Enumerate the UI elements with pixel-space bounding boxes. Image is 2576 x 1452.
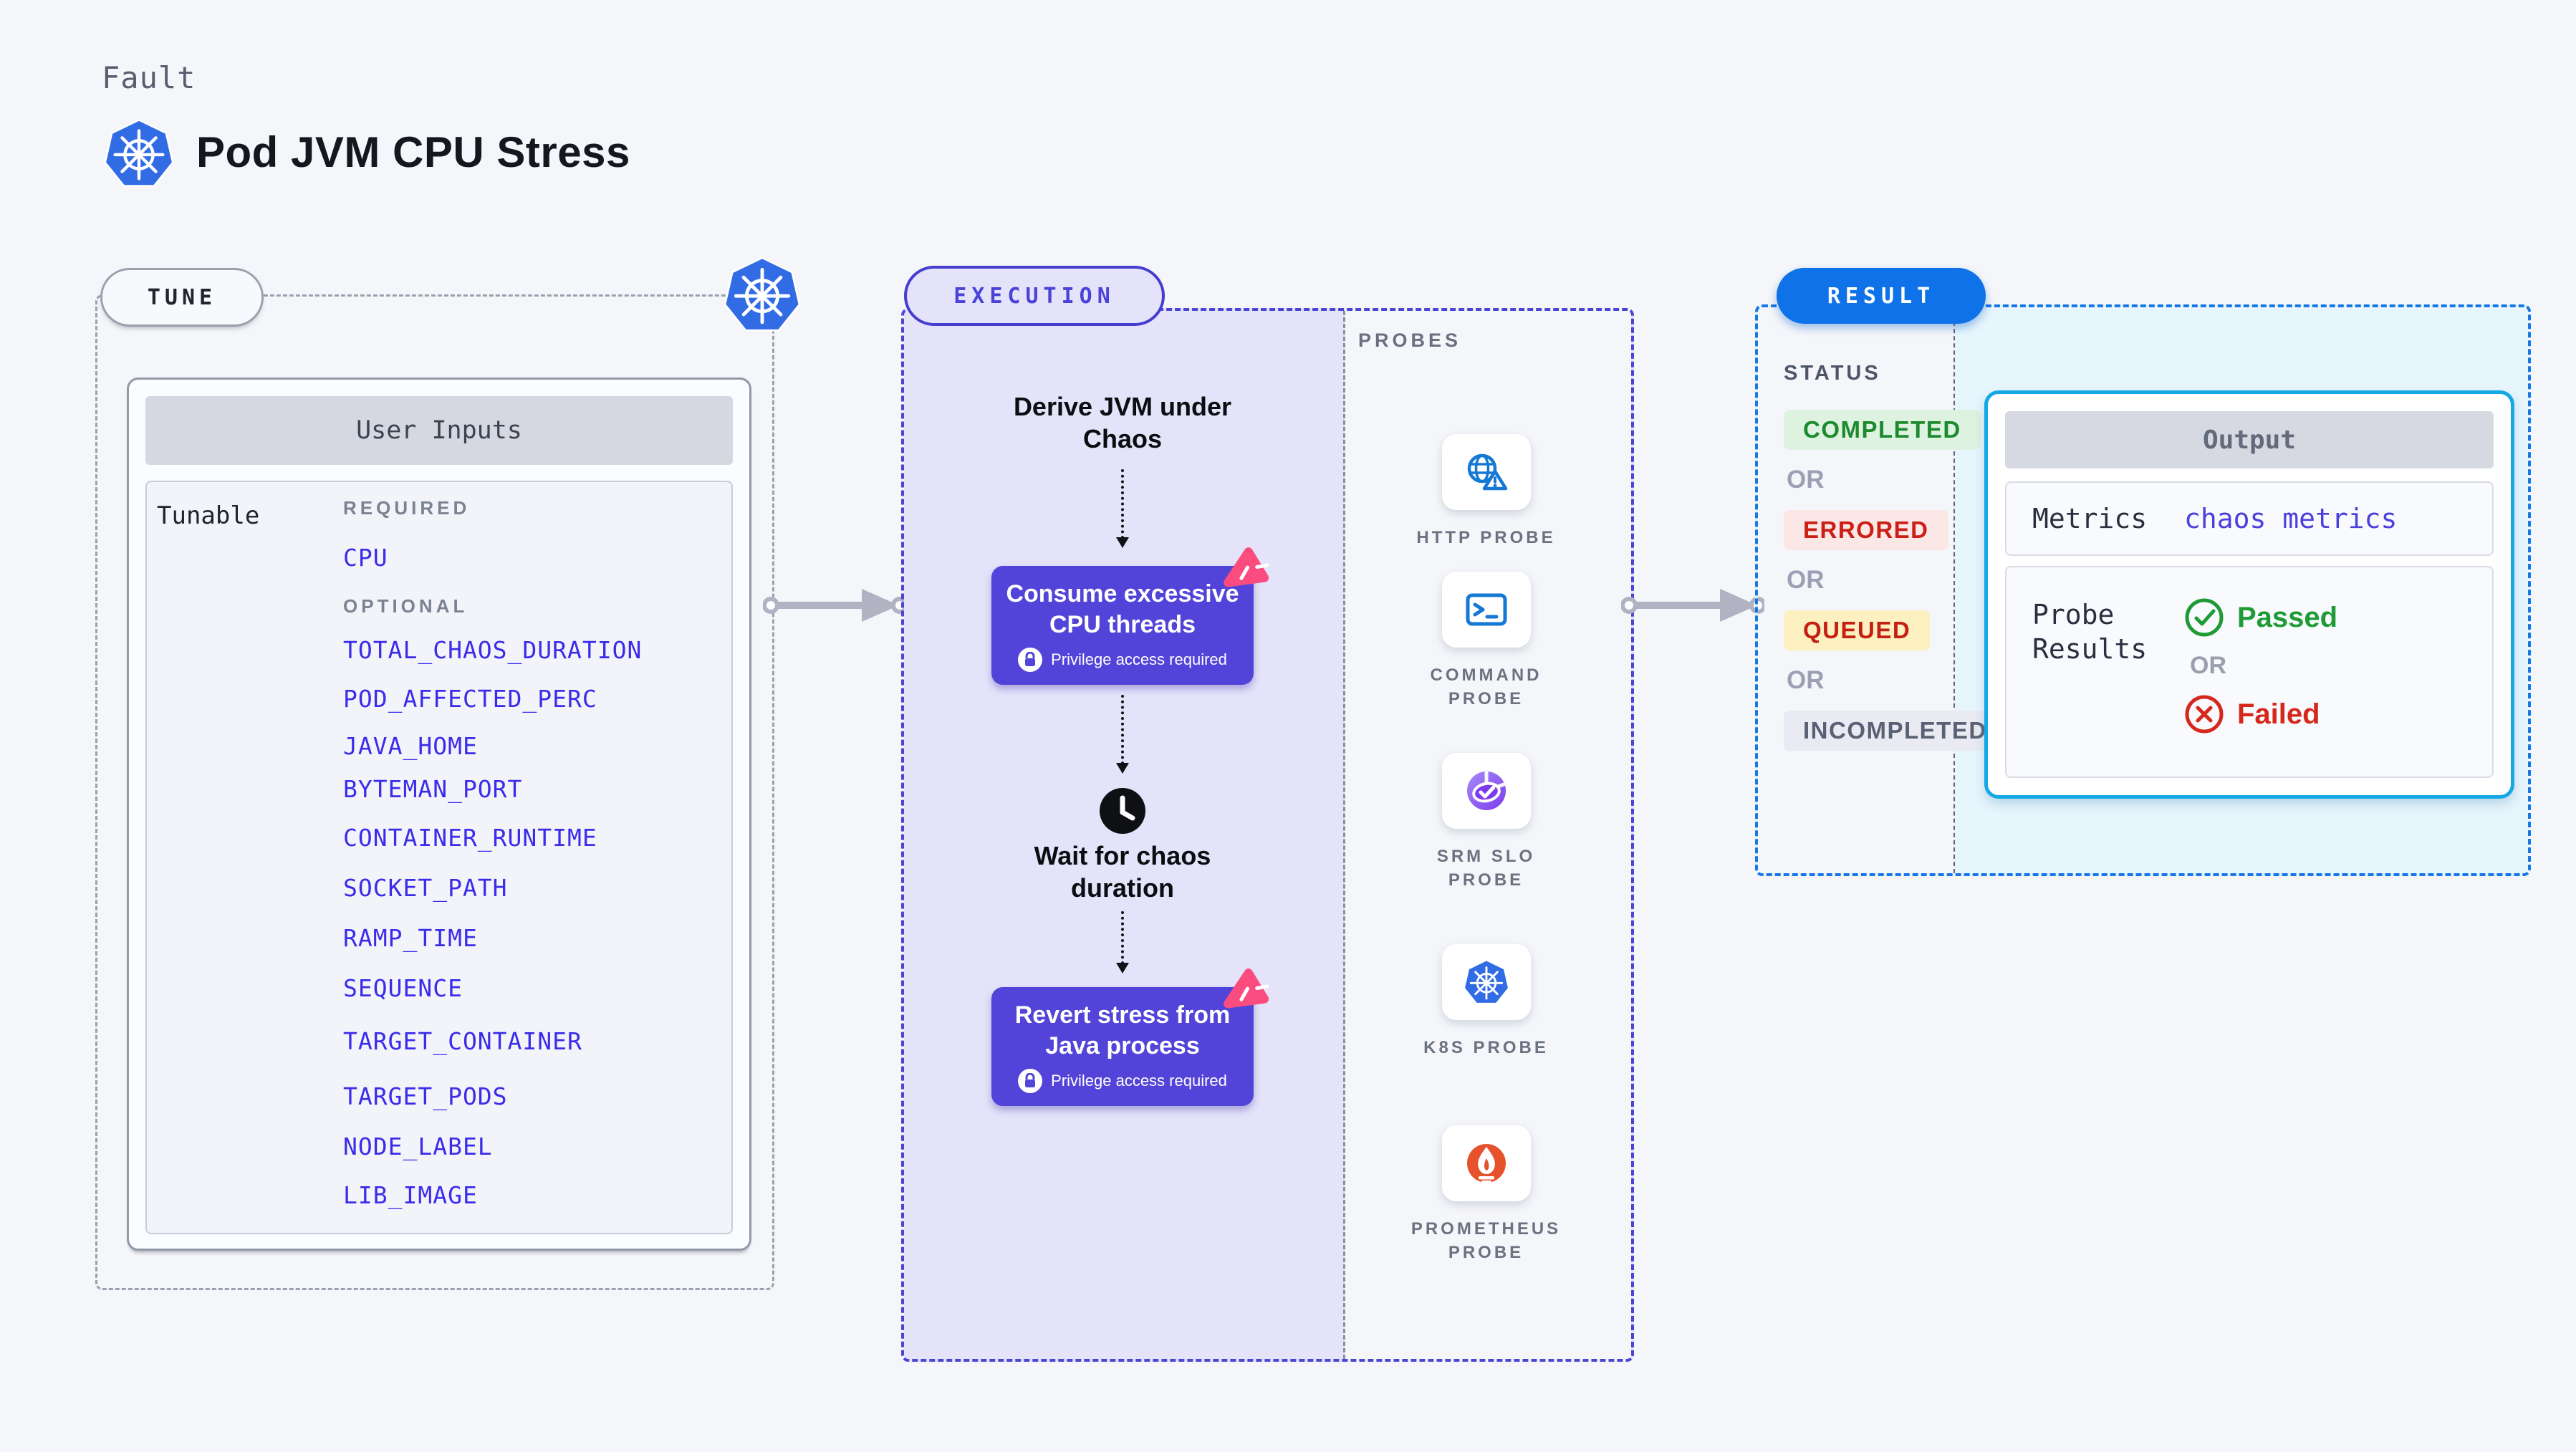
param-java-home: JAVA_HOME [343, 732, 478, 760]
prometheus-icon [1441, 1125, 1531, 1201]
step-wait-label: Wait for chaos duration [1034, 841, 1211, 903]
param-byteman-port: BYTEMAN_PORT [343, 775, 523, 803]
probe-label: COMMAND PROBE [1430, 665, 1542, 708]
tune-section-outline [95, 294, 774, 1290]
execution-pill: EXECUTION [904, 266, 1165, 326]
page-title: Pod JVM CPU Stress [196, 128, 630, 176]
probe-results-row: Probe Results Passed OR Faile [2005, 566, 2494, 778]
user-inputs-list-panel [145, 481, 733, 1234]
param-sequence: SEQUENCE [343, 974, 463, 1002]
flow-connector [1116, 911, 1129, 973]
param-lib-image: LIB_IMAGE [343, 1181, 478, 1209]
terminal-icon [1441, 572, 1531, 648]
output-card: Output Metrics chaos metrics Probe Resul… [1984, 390, 2514, 799]
step-consume-cpu-box: Consume excessive CPU threads Privilege … [991, 566, 1254, 685]
output-header: Output [2005, 411, 2494, 468]
or-label: OR [1787, 466, 1825, 494]
param-target-pods: TARGET_PODS [343, 1082, 508, 1110]
flow-connector [1116, 469, 1129, 548]
probe-results-label: Probe Results [2032, 599, 2148, 665]
privilege-badge: Privilege access required [1018, 1069, 1227, 1093]
tunable-label: Tunable [157, 501, 260, 530]
probe-label: PROMETHEUS PROBE [1410, 1219, 1562, 1262]
tune-to-execution-arrow [763, 584, 906, 627]
clock-icon [1098, 787, 1147, 835]
slo-pie-icon [1441, 753, 1531, 829]
status-badge-errored: ERRORED [1784, 510, 1948, 550]
privilege-label: Privilege access required [1051, 650, 1227, 668]
probe-http: HTTP PROBE [1344, 434, 1628, 549]
fault-kind-label: Fault [102, 60, 196, 95]
probes-divider-line [1343, 311, 1345, 1359]
flow-connector [1116, 695, 1129, 774]
status-label: STATUS [1784, 362, 1881, 385]
probe-prometheus: PROMETHEUS PROBE [1344, 1125, 1628, 1264]
kubernetes-icon [1441, 944, 1531, 1020]
lock-icon [1018, 648, 1043, 672]
param-container-runtime: CONTAINER_RUNTIME [343, 824, 597, 852]
metrics-value: chaos metrics [2184, 503, 2398, 534]
passed-line: Passed [2184, 597, 2337, 638]
privilege-badge: Privilege access required [1018, 648, 1227, 672]
lock-icon [1018, 1069, 1043, 1093]
probe-label: K8S PROBE [1423, 1038, 1549, 1057]
probe-label: HTTP PROBE [1416, 528, 1556, 547]
failed-line: Failed [2184, 694, 2320, 734]
optional-section-label: OPTIONAL [343, 595, 468, 617]
step-revert-stress-label: Revert stress from Java process [1014, 1001, 1231, 1059]
user-inputs-header: User Inputs [145, 396, 733, 465]
globe-warning-icon [1441, 434, 1531, 510]
result-divider-line [1953, 307, 1955, 873]
probe-label: SRM SLO PROBE [1436, 847, 1536, 890]
tune-pill: TUNE [100, 268, 264, 327]
user-inputs-card: User Inputs [127, 378, 751, 1251]
failed-label: Failed [2237, 698, 2320, 730]
kubernetes-icon [724, 255, 801, 334]
param-pod-affected-perc: POD_AFFECTED_PERC [343, 685, 597, 713]
probes-section-label: PROBES [1358, 330, 1462, 351]
result-pill: RESULT [1777, 268, 1986, 324]
or-label: OR [2190, 652, 2226, 679]
probe-command: COMMAND PROBE [1344, 572, 1628, 711]
param-ramp-time: RAMP_TIME [343, 924, 478, 952]
execution-to-result-arrow [1621, 584, 1764, 627]
chaos-pink-icon [1219, 964, 1275, 1019]
step-derive-jvm: Derive JVM under Chaos [1013, 392, 1232, 453]
param-target-container: TARGET_CONTAINER [343, 1027, 582, 1055]
step-consume-cpu-label: Consume excessive CPU threads [1006, 580, 1239, 638]
status-badge-completed: COMPLETED [1784, 410, 1981, 450]
metrics-row: Metrics chaos metrics [2005, 481, 2494, 556]
metrics-label: Metrics [2032, 503, 2148, 534]
probe-srm-slo: SRM SLO PROBE [1344, 753, 1628, 892]
status-badge-queued: QUEUED [1784, 610, 1931, 650]
param-node-label: NODE_LABEL [343, 1133, 493, 1160]
probe-k8s: K8S PROBE [1344, 944, 1628, 1059]
status-badge-incompleted: INCOMPLETED [1784, 711, 2007, 751]
or-label: OR [1787, 666, 1825, 694]
required-section-label: REQUIRED [343, 497, 471, 519]
check-circle-icon [2185, 598, 2224, 637]
param-total-chaos-duration: TOTAL_CHAOS_DURATION [343, 636, 643, 664]
privilege-label: Privilege access required [1051, 1072, 1227, 1090]
probe-results-values: Passed OR Failed [2184, 597, 2337, 734]
or-label: OR [1787, 566, 1825, 594]
status-column: STATUS COMPLETED OR ERRORED OR QUEUED OR… [1784, 362, 2007, 751]
chaos-pink-icon [1219, 543, 1275, 598]
param-cpu: CPU [343, 544, 388, 572]
passed-label: Passed [2237, 601, 2338, 633]
step-revert-stress-box: Revert stress from Java process Privileg… [991, 987, 1254, 1106]
kubernetes-logo-icon [104, 117, 174, 189]
param-socket-path: SOCKET_PATH [343, 874, 508, 902]
x-circle-icon [2185, 695, 2224, 734]
